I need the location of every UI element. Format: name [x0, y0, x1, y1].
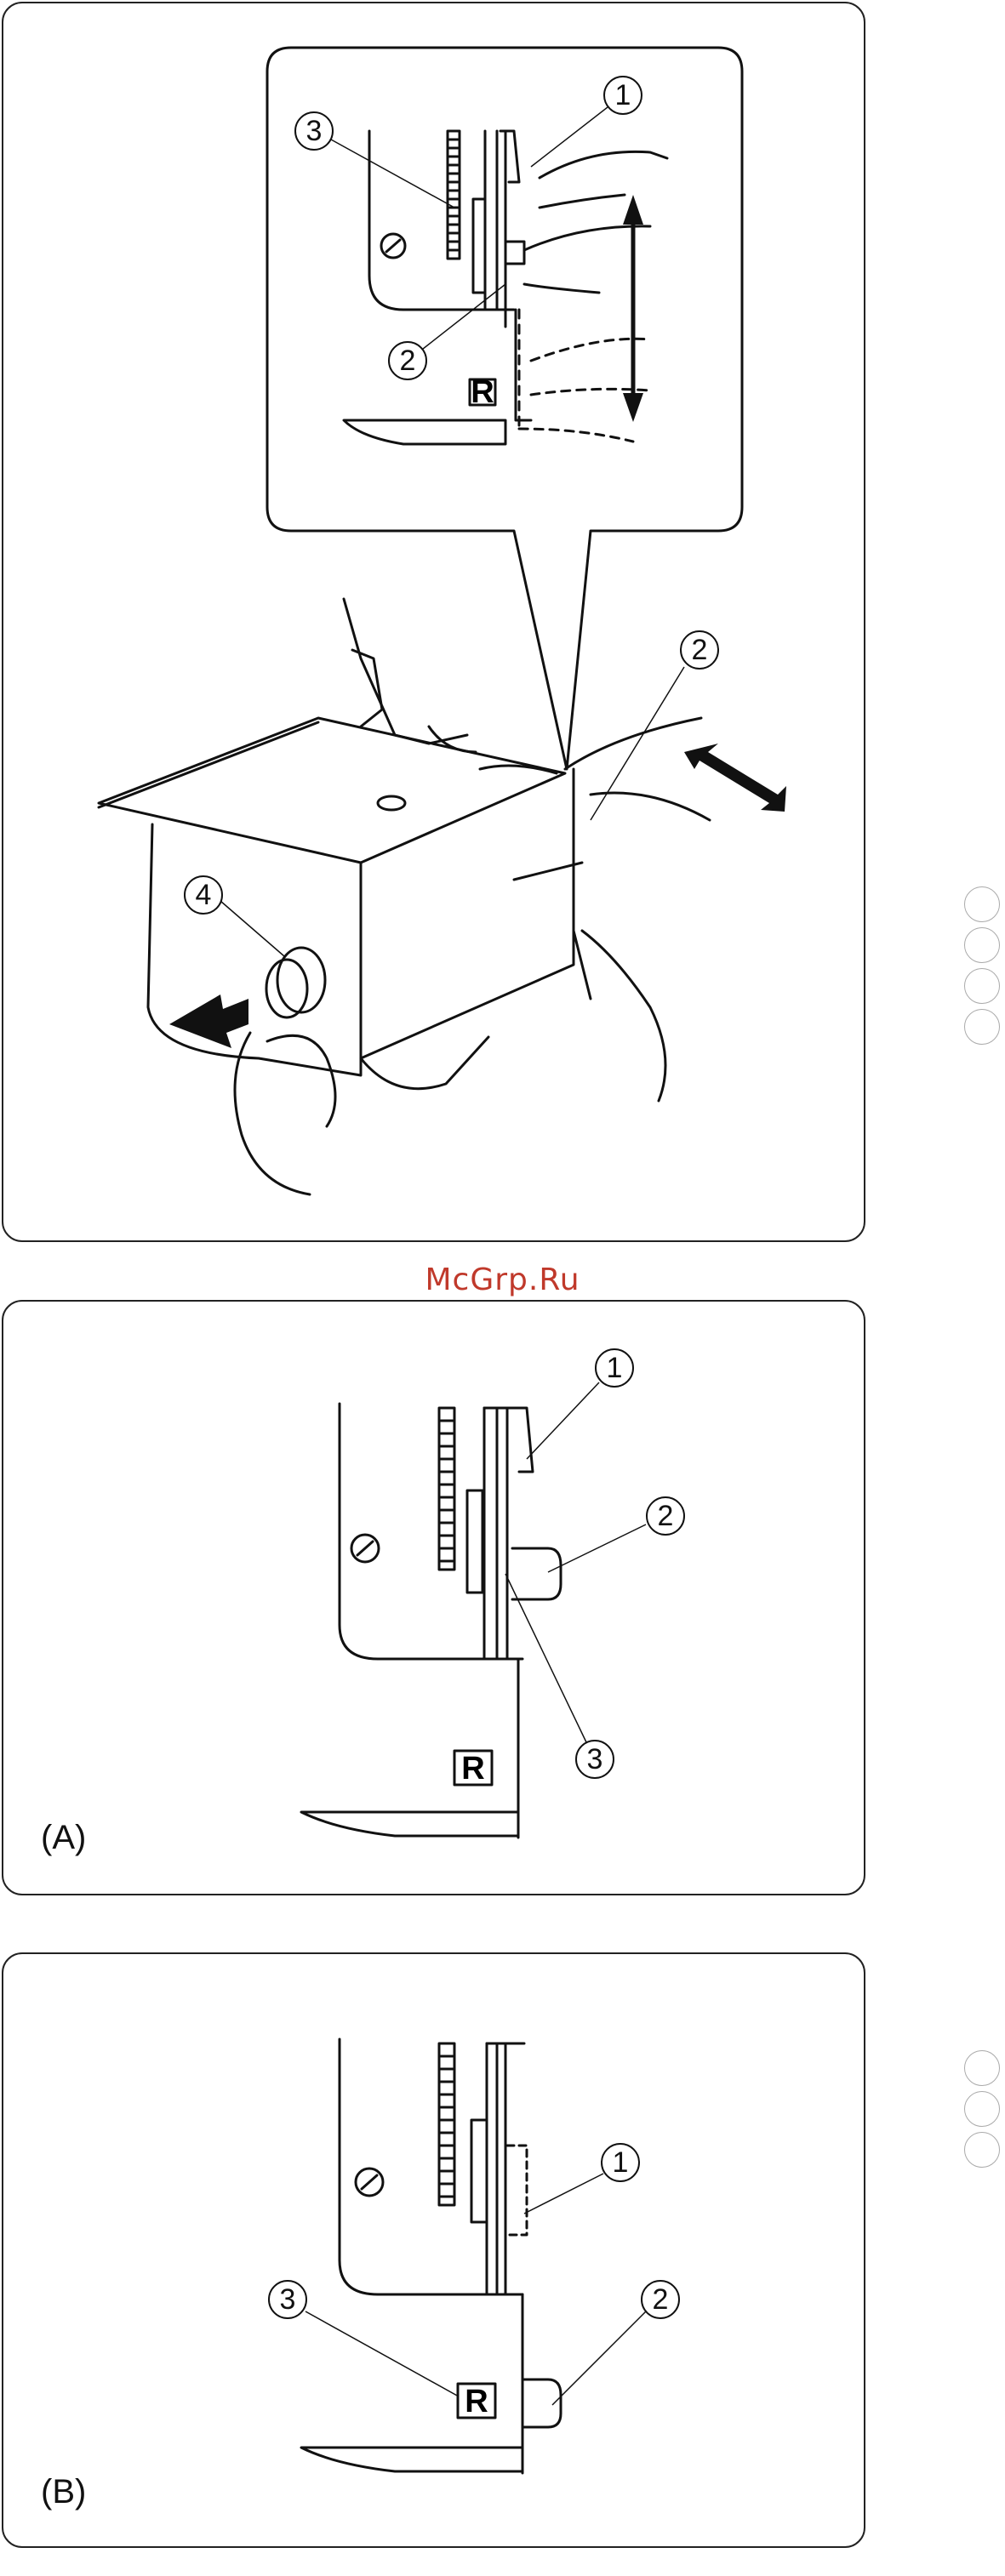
margin-circle: [964, 2091, 1000, 2127]
panel-label: (A): [41, 1819, 86, 1857]
diagram-b: 1 2 3 R: [3, 1954, 867, 2550]
margin-circle: [964, 968, 1000, 1004]
callout-1: 1: [607, 1352, 623, 1384]
diagram-a: 1 2 3 R: [3, 1302, 867, 1897]
callout-4: 4: [196, 879, 212, 911]
callout-1: 1: [613, 2146, 629, 2179]
illustration-panel-b: 1 2 3 R (B): [2, 1952, 865, 2548]
watermark-text: McGrp.Ru: [0, 1262, 1005, 1297]
margin-circle: [964, 886, 1000, 922]
r-mark: R: [465, 2384, 488, 2419]
callout-3: 3: [306, 115, 323, 147]
margin-circle: [964, 927, 1000, 963]
callout-2: 2: [400, 345, 416, 377]
machine-illustration: 1 2 3 2 4 R: [3, 3, 867, 1244]
margin-circle: [964, 2050, 1000, 2086]
callout-3: 3: [280, 2283, 296, 2316]
callout-2: 2: [658, 1500, 674, 1532]
callout-3: 3: [587, 1743, 603, 1775]
panel-label: (B): [41, 2473, 86, 2511]
margin-circle: [964, 1009, 1000, 1045]
illustration-panel-1: 1 2 3 2 4 R: [2, 2, 865, 1242]
margin-circle: [964, 2132, 1000, 2168]
callout-2b: 2: [692, 634, 708, 666]
callout-2: 2: [653, 2283, 669, 2316]
callout-1: 1: [615, 79, 631, 111]
r-mark: R: [471, 374, 494, 410]
r-mark: R: [461, 1751, 484, 1787]
illustration-panel-a: 1 2 3 R (A): [2, 1300, 865, 1895]
